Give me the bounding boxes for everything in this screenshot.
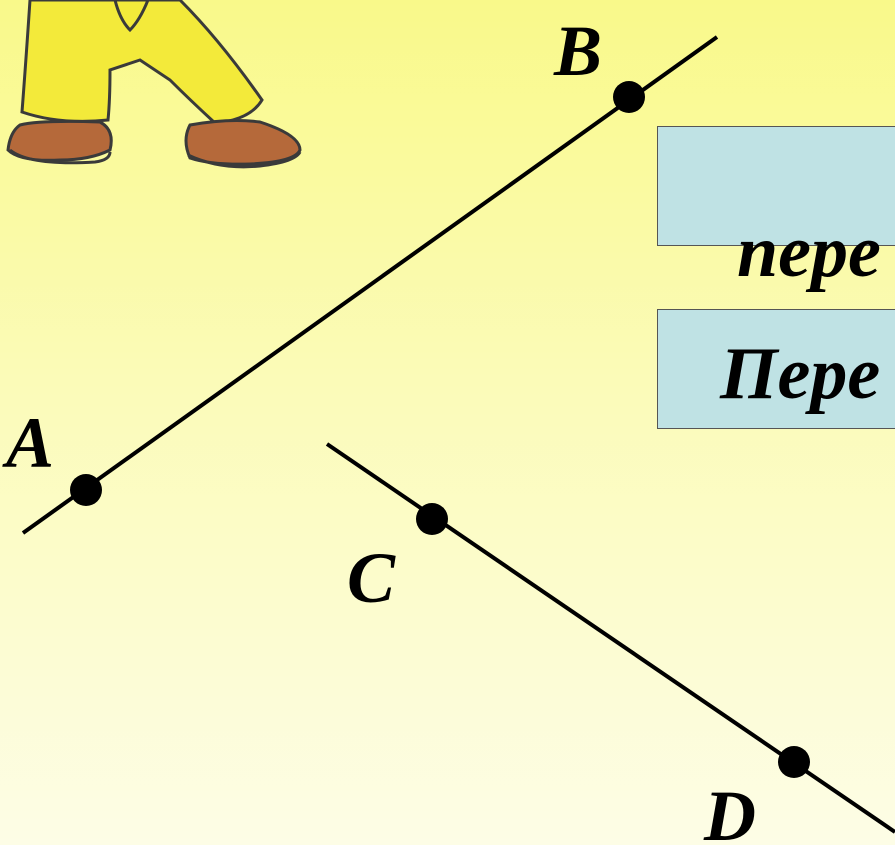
label-D: D	[703, 776, 756, 845]
yellow-pants	[20, 0, 264, 125]
bottom-box-text: Пере	[720, 333, 881, 415]
point-B	[613, 81, 645, 113]
top-box-text: пере	[737, 211, 881, 293]
bottom-text-box	[657, 309, 895, 429]
label-A: A	[2, 403, 54, 483]
point-C	[416, 503, 448, 535]
label-B: B	[553, 11, 602, 91]
right-shoe-sole	[187, 151, 302, 169]
cartoon-character-legs	[6, 0, 302, 169]
top-text-box	[657, 126, 895, 246]
line-CD	[325, 442, 895, 834]
pants-fold	[113, 0, 150, 33]
left-shoe	[6, 119, 113, 162]
right-shoe	[184, 119, 302, 166]
point-A	[70, 474, 102, 506]
point-D	[778, 746, 810, 778]
left-shoe-sole	[9, 148, 112, 165]
label-C: C	[347, 538, 396, 618]
line-AB	[21, 35, 719, 535]
